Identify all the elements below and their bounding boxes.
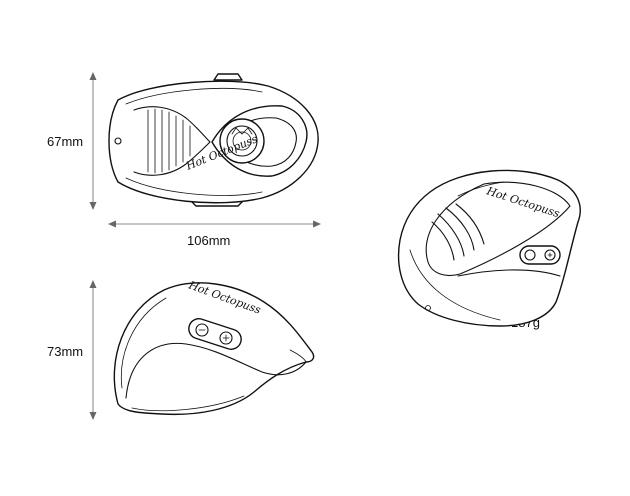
plus-button-icon: [219, 331, 233, 345]
side-port-icon: [114, 137, 122, 145]
charging-port-icon: [544, 249, 556, 261]
label-height-top: 67mm: [47, 134, 83, 149]
inner-ribs: [431, 203, 485, 261]
power-button-icon: [524, 249, 536, 261]
crown-logo-icon: [231, 127, 253, 135]
label-height-side: 73mm: [47, 344, 83, 359]
perspective-button-pill: [519, 245, 561, 265]
dimension-height-side: 73mm: [47, 280, 97, 420]
device-top-view: Hot Octopuss: [108, 73, 319, 207]
label-width: 106mm: [187, 233, 230, 248]
suction-head: [219, 118, 265, 164]
minus-button-icon: [195, 323, 209, 337]
dimension-width: 106mm: [108, 220, 321, 248]
perspective-small-hole: [425, 305, 431, 311]
dimension-height-top: 67mm: [47, 72, 97, 210]
side-view-button-pill: [188, 318, 242, 350]
device-perspective-view: Hot Octopuss: [397, 169, 581, 327]
grip-ribs: [147, 108, 191, 174]
device-side-view: Hot Octopuss: [113, 278, 315, 416]
